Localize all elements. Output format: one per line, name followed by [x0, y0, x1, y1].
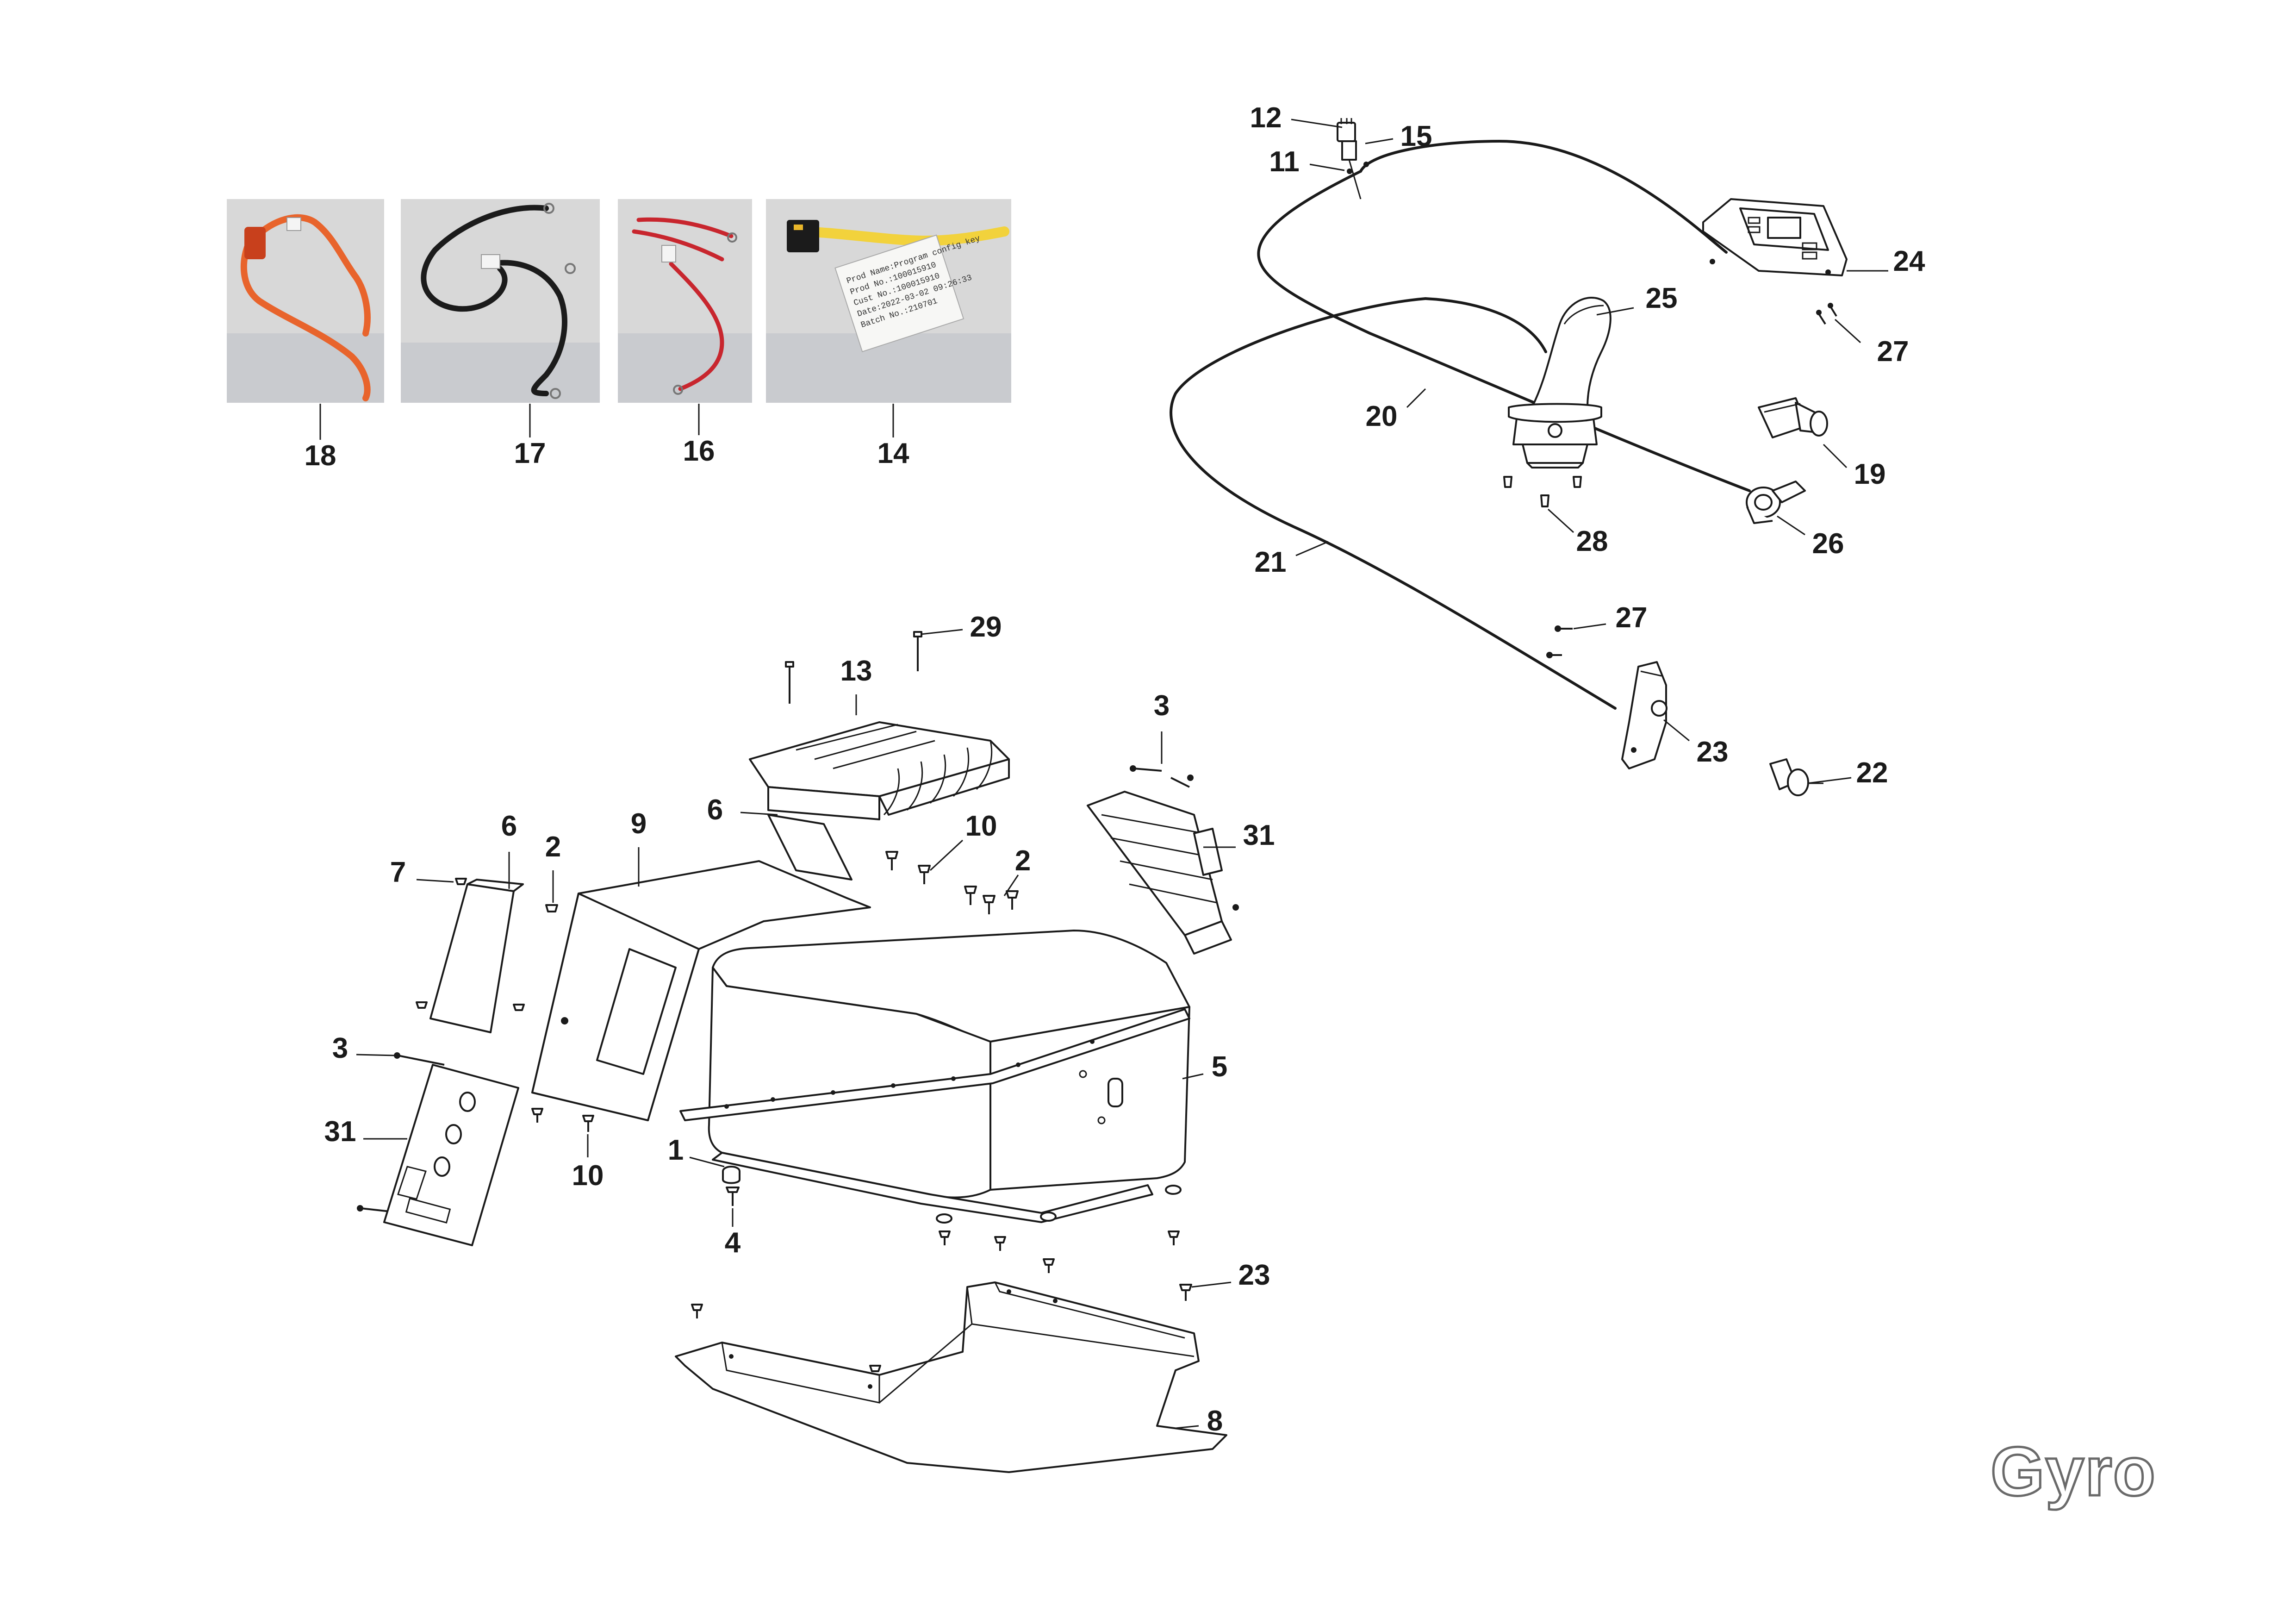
callout-23-upper: 23 — [1697, 736, 1729, 768]
bolt-29 — [913, 631, 922, 671]
callout-20: 20 — [1366, 400, 1398, 432]
cable-harness-16 — [632, 217, 734, 391]
base-tray-8 — [675, 1281, 1227, 1473]
callout-29: 29 — [970, 611, 1002, 643]
callout-16: 16 — [683, 435, 715, 467]
callout-3-upper: 3 — [1154, 690, 1170, 722]
photo-panel-17 — [401, 199, 600, 403]
photo-panel-14: Prod Name:Program config key Prod No.:10… — [766, 199, 1011, 403]
callout-31-right: 31 — [1243, 819, 1275, 851]
callout-23-lower: 23 — [1238, 1259, 1270, 1291]
callout-3-lower: 3 — [332, 1032, 348, 1064]
callout-18: 18 — [305, 440, 336, 472]
callout-10-lower: 10 — [572, 1160, 604, 1192]
callout-9: 9 — [631, 808, 647, 840]
spacer-1 — [722, 1166, 740, 1184]
callout-5: 5 — [1212, 1051, 1227, 1083]
bracket-6-left — [429, 879, 524, 1033]
callout-15: 15 — [1400, 120, 1432, 152]
bolt-4 — [726, 1187, 740, 1206]
callout-10-upper: 10 — [965, 810, 997, 842]
callout-21: 21 — [1255, 546, 1287, 578]
callout-31-left: 31 — [324, 1116, 356, 1148]
callout-22: 22 — [1856, 757, 1888, 789]
callout-6-left: 6 — [501, 810, 517, 842]
callout-13: 13 — [840, 655, 872, 687]
screws-10-lower — [531, 1108, 594, 1132]
callout-19: 19 — [1854, 458, 1886, 490]
spacers-lower — [691, 1185, 1182, 1318]
bracket-6-upper — [767, 814, 852, 881]
screws-7 — [416, 878, 525, 1011]
photo-panel-18 — [227, 199, 384, 403]
callout-4: 4 — [725, 1227, 741, 1259]
callout-27-upper: 27 — [1877, 336, 1909, 368]
battery-box-5 — [679, 930, 1190, 1223]
cable-loop-lower — [1170, 297, 1617, 710]
callout-2-upper: 2 — [1015, 845, 1031, 877]
photo-panel-16 — [618, 199, 752, 403]
key-22 — [1769, 758, 1823, 796]
joystick-25 — [1508, 297, 1612, 468]
controller-31-left — [383, 1064, 519, 1246]
callout-24: 24 — [1893, 245, 1925, 277]
callout-6-upper: 6 — [707, 794, 723, 826]
display-module-24 — [1702, 198, 1848, 276]
callout-7: 7 — [390, 856, 406, 888]
callout-12: 12 — [1250, 102, 1282, 134]
brand-logo: Gyro — [1991, 1432, 2156, 1510]
controller-31-right — [1087, 791, 1239, 955]
key-switch-26 — [1746, 481, 1806, 524]
bracket-23-upper — [1621, 661, 1668, 769]
callout-27-lower: 27 — [1616, 602, 1648, 634]
callout-26: 26 — [1812, 528, 1844, 560]
callout-8: 8 — [1207, 1405, 1223, 1437]
callout-1: 1 — [668, 1134, 684, 1166]
screw-23-lower — [1179, 1284, 1192, 1301]
callout-17: 17 — [514, 437, 546, 469]
callout-14: 14 — [877, 437, 909, 469]
connector-12-15 — [1337, 118, 1369, 200]
screw-2-left — [545, 904, 558, 912]
callout-11: 11 — [1269, 146, 1300, 178]
connector-19 — [1758, 397, 1828, 438]
screws-28 — [1503, 476, 1582, 507]
cable-harness-17 — [421, 205, 567, 396]
callout-28: 28 — [1576, 525, 1608, 557]
bolts-3-right — [1130, 765, 1194, 788]
screws-27-lower — [1546, 625, 1573, 658]
terminal-block-13 — [749, 721, 1010, 820]
screws-10-2-upper — [885, 851, 1019, 914]
screws-27-upper — [1816, 303, 1837, 325]
callout-25: 25 — [1646, 282, 1678, 314]
callout-2-left: 2 — [545, 831, 561, 863]
cover-plate-9 — [531, 860, 871, 1121]
bolt-13a — [785, 661, 794, 704]
